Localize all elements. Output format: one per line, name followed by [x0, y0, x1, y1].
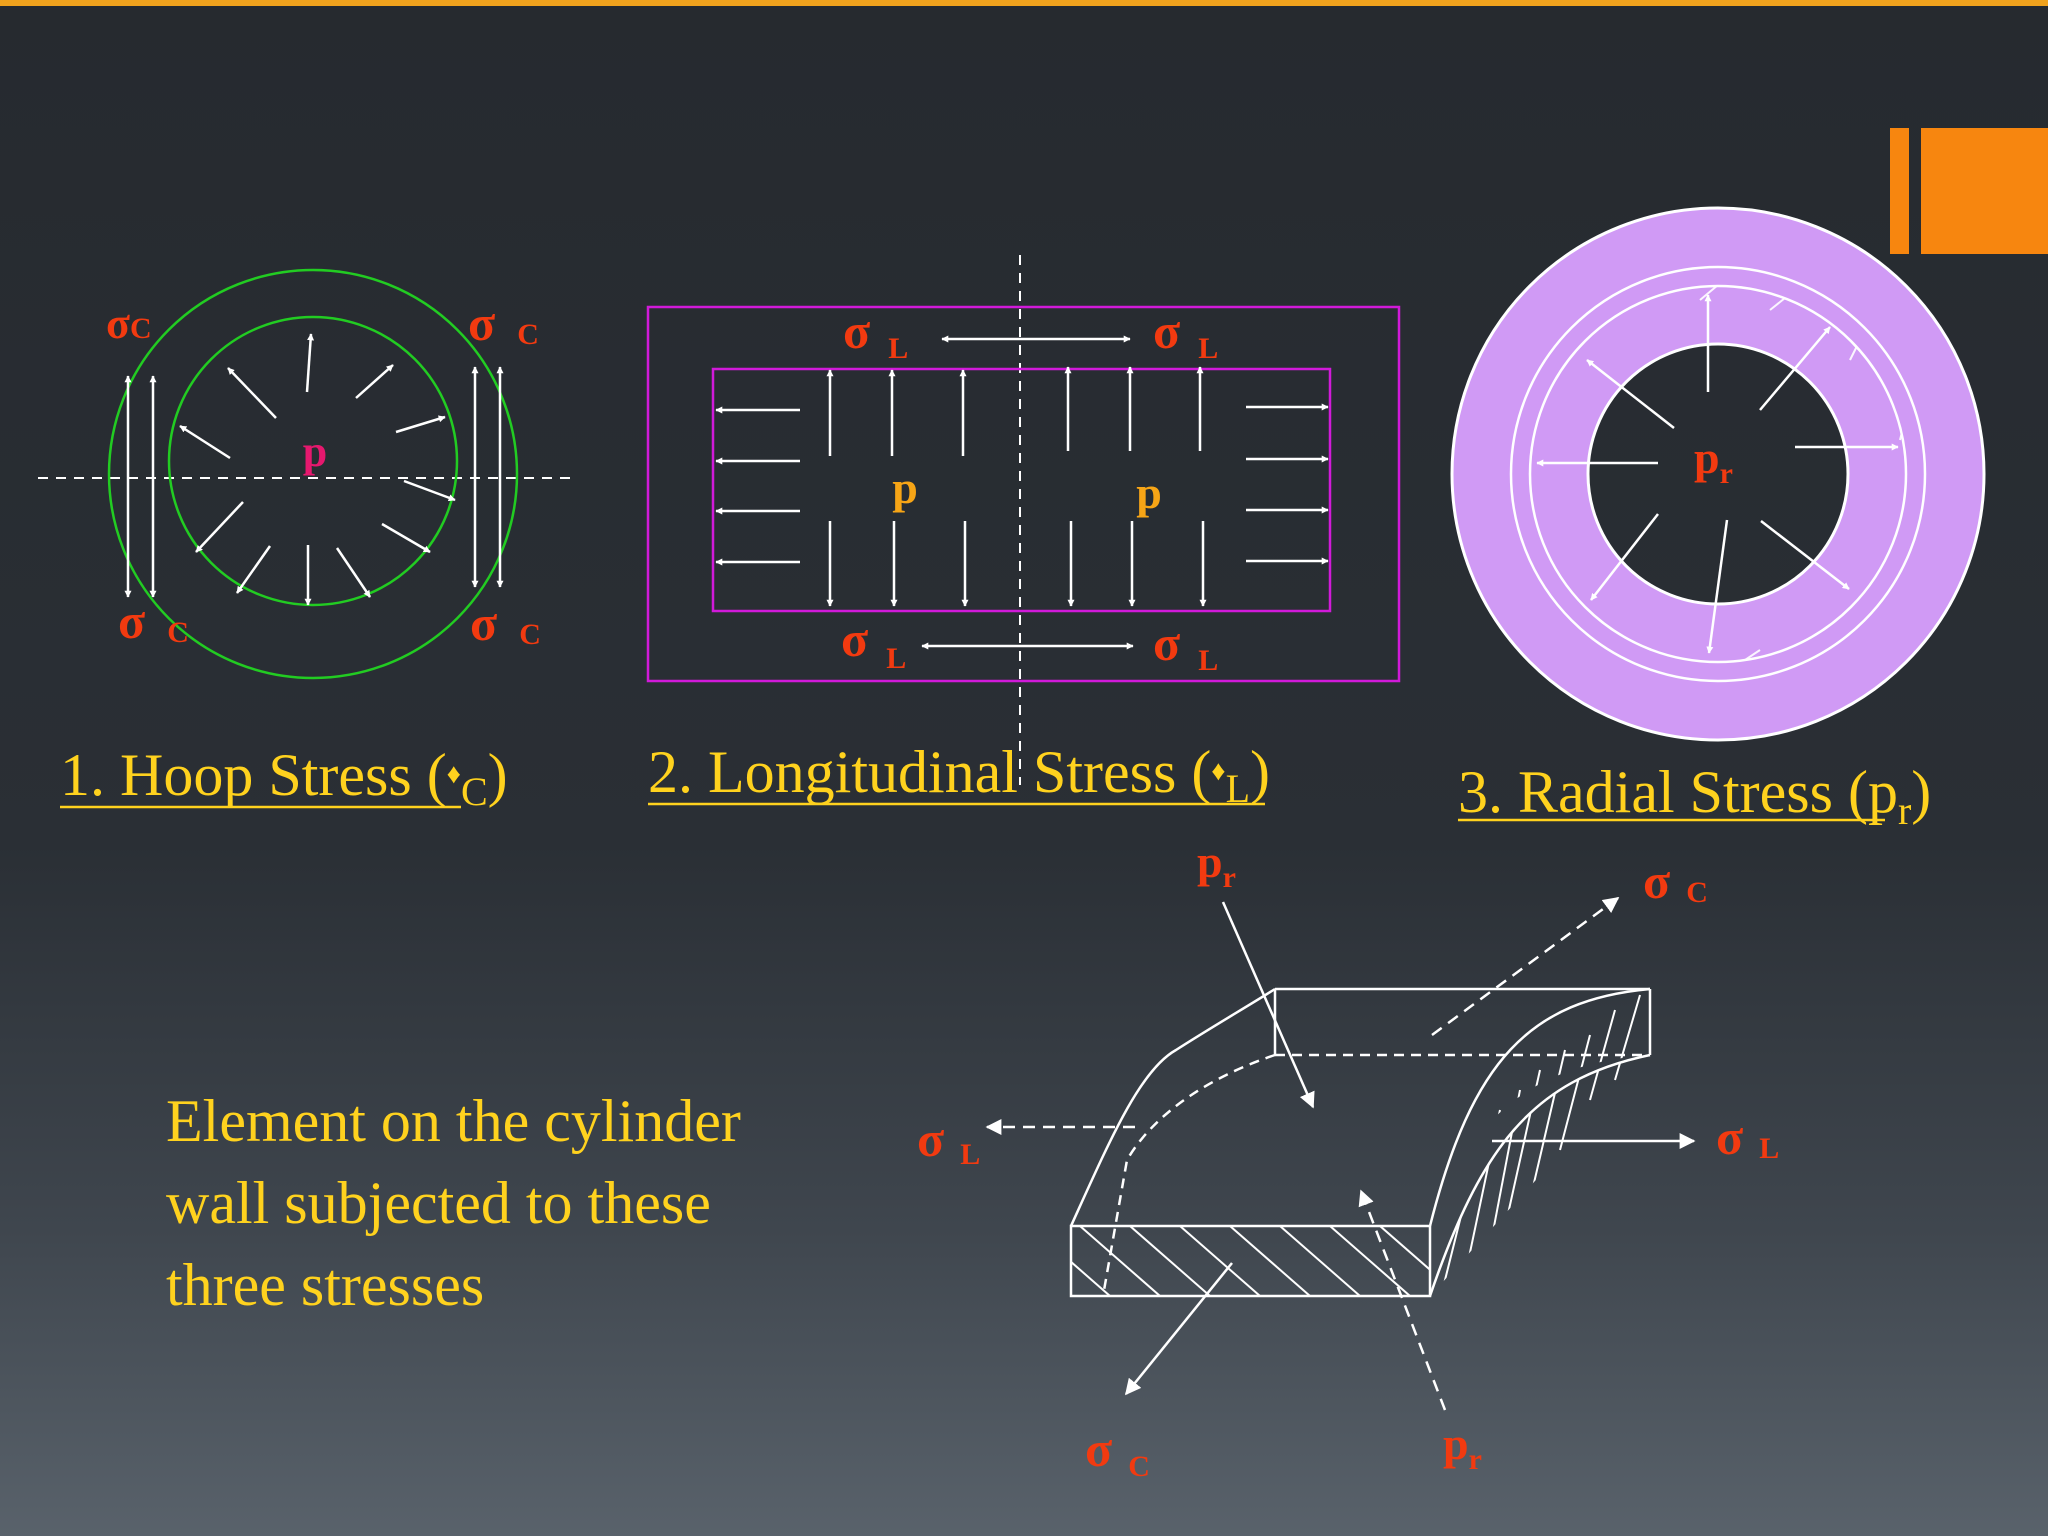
- radial-stress-caption: 3. Radial Stress (pr): [1458, 759, 1931, 833]
- radial-stress-diagram: pr: [1450, 206, 1986, 742]
- longitudinal-outer-rect: [646, 305, 1401, 683]
- element-pr-arrow-down: [1221, 901, 1315, 1109]
- hoop-pressure-arrows: [179, 333, 456, 606]
- orange-accent-block: [1921, 128, 2048, 254]
- longitudinal-pressure-label-right: p: [1136, 467, 1162, 518]
- hoop-stress-caption: 1. Hoop Stress (♦C): [60, 742, 508, 814]
- longitudinal-stress-arrows: [921, 335, 1134, 650]
- element-front-hatching: [1071, 1226, 1430, 1296]
- element-description: Element on the cylinder wall subjected t…: [166, 1080, 866, 1326]
- radial-pressure-label: pr: [1694, 432, 1733, 490]
- radial-pressure-arrows: [1536, 294, 1899, 654]
- orange-accent-stripe: [1890, 128, 1909, 254]
- description-line-2: wall subjected to these: [166, 1170, 711, 1236]
- longitudinal-stress-caption: 2. Longitudinal Stress (♦L): [648, 739, 1270, 811]
- top-accent-bar: [0, 0, 2048, 6]
- radial-bore-circle: [1586, 342, 1850, 606]
- longitudinal-pressure-arrows: [715, 366, 1329, 607]
- hoop-sigma-c-top-left: σC: [106, 299, 152, 348]
- hoop-inner-circle: [167, 315, 459, 607]
- element-pr-label-bottom: pr: [1443, 1418, 1482, 1476]
- hoop-pressure-label: p: [303, 427, 327, 476]
- element-hidden-edges: [1101, 1053, 1650, 1297]
- element-pr-arrow-up: [1358, 1189, 1447, 1411]
- radial-ring-outer-edge: [1450, 206, 1986, 742]
- hoop-stress-arrows: [124, 366, 504, 598]
- element-pr-label-top: pr: [1197, 836, 1236, 894]
- radial-wall-outer-circle: [1509, 265, 1927, 683]
- description-line-1: Element on the cylinder: [166, 1088, 741, 1154]
- element-sigma-c-arrow-down: [1124, 1262, 1233, 1396]
- element-sigma-c-arrow-up: [1431, 896, 1620, 1037]
- longitudinal-pressure-label-left: p: [892, 462, 918, 513]
- longitudinal-inner-rect: [711, 367, 1332, 613]
- element-side-hatching: [1439, 994, 1641, 1296]
- element-edges: [1069, 987, 1652, 1298]
- hoop-outer-circle: [107, 268, 519, 680]
- description-line-3: three stresses: [166, 1252, 485, 1318]
